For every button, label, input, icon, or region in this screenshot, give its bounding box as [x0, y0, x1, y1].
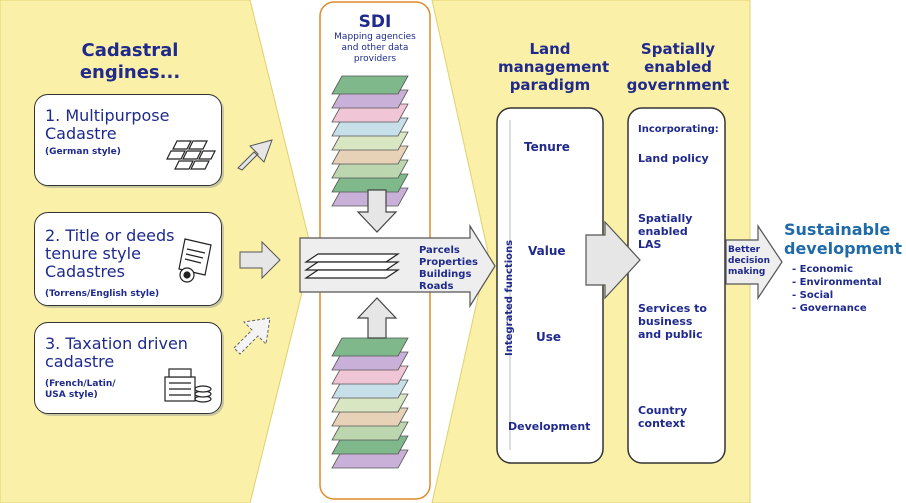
- engine-box-2: 2. Title or deeds tenure style Cadastres…: [34, 212, 222, 306]
- map-stack-bottom: [331, 337, 409, 469]
- engine1-arrow: [237, 139, 273, 171]
- outcome-item-0: - Economic: [792, 264, 854, 275]
- engine-2-title: 2. Title or deeds tenure style Cadastres: [45, 226, 175, 281]
- outcome-title: Sustainable development: [784, 220, 903, 258]
- function-value: Value: [528, 244, 566, 258]
- land-management-title: Land management paradigm: [498, 40, 610, 94]
- decision-arrow-label: Better decision making: [728, 245, 770, 277]
- map-layer: [331, 75, 409, 95]
- government-title: Spatially enabled government: [626, 40, 730, 94]
- government-item-0: Incorporating:: [638, 124, 719, 135]
- title-deed-icon: [178, 238, 212, 283]
- sdi-output-0: Parcels: [419, 245, 460, 256]
- up-arrow: [356, 297, 398, 339]
- map-layer: [331, 337, 409, 357]
- integrated-functions-label: Integrated functions: [504, 239, 515, 356]
- government-item-3: Services to business and public: [638, 302, 707, 341]
- function-tenure: Tenure: [524, 140, 570, 154]
- sdi-output-3: Roads: [419, 281, 454, 292]
- government-item-1: Land policy: [638, 152, 709, 165]
- government-item-2: Spatially enabled LAS: [638, 212, 693, 251]
- down-arrow: [356, 189, 398, 233]
- parcel-layers-icon: [304, 253, 400, 279]
- money-register-icon: [164, 368, 212, 403]
- function-use: Use: [536, 330, 562, 344]
- government-to-outcome-arrow: [725, 224, 783, 300]
- engine-box-1: 1. Multipurpose Cadastre (German style): [34, 94, 222, 186]
- engine2-arrow: [239, 240, 281, 280]
- engine-3-subtitle: (French/Latin/ USA style): [45, 379, 116, 400]
- parcel-grid-icon: [166, 140, 216, 170]
- outcome-item-3: - Governance: [792, 303, 867, 314]
- engine-box-3: 3. Taxation driven cadastre (French/Lati…: [34, 322, 222, 414]
- engine-2-subtitle: (Torrens/English style): [45, 289, 160, 299]
- sdi-output-2: Buildings: [419, 269, 472, 280]
- sdi-output-1: Properties: [419, 257, 478, 268]
- engine-1-subtitle: (German style): [45, 147, 121, 157]
- engine-1-title: 1. Multipurpose Cadastre: [45, 106, 170, 143]
- function-development: Development: [508, 420, 591, 433]
- paradigm-to-government-arrow: [585, 220, 641, 300]
- outcome-item-2: - Social: [792, 290, 834, 301]
- outcome-item-1: - Environmental: [792, 277, 882, 288]
- main-horizontal-arrow: [299, 223, 496, 309]
- engine-3-title: 3. Taxation driven cadastre: [45, 334, 188, 371]
- engine3-arrow: [233, 317, 271, 355]
- sdi-title: SDI: [358, 12, 392, 32]
- left-title: Cadastral engines...: [79, 40, 181, 83]
- sdi-subtitle: Mapping agencies and other data provider…: [334, 32, 416, 64]
- government-item-4: Country context: [638, 404, 688, 430]
- government-panel: [627, 107, 726, 464]
- map-stack-top: [331, 75, 409, 207]
